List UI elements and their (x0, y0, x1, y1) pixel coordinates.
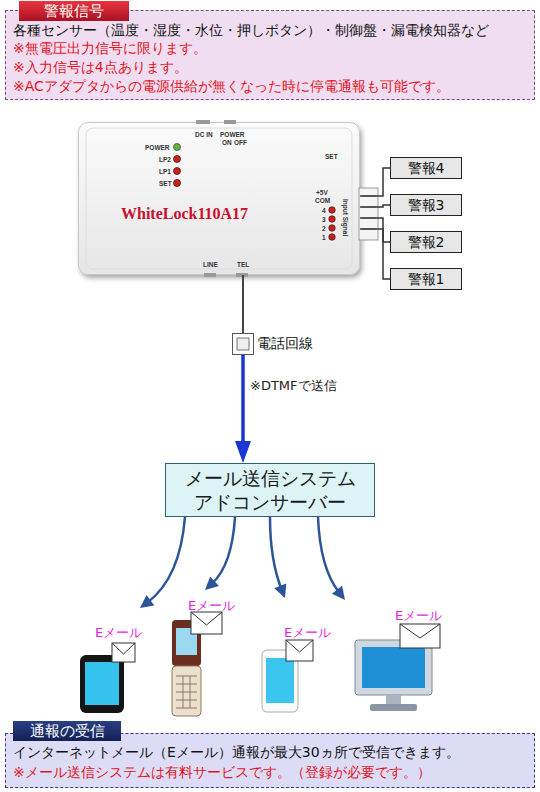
device-label: COM (315, 197, 330, 204)
phone-jack: 電話回線 (232, 333, 254, 355)
signal-wire (360, 229, 390, 279)
terminal-device: Eメール (80, 608, 152, 714)
terminal-device: Eメール (170, 590, 246, 716)
device-label: LINE (203, 261, 218, 268)
flip-phone-top (172, 620, 201, 666)
connector-line (318, 517, 339, 592)
connector-line (360, 229, 390, 279)
connector-line (360, 218, 390, 242)
device-label: POWER (220, 131, 245, 138)
email-label: Eメール (188, 598, 235, 613)
connector-line (242, 275, 244, 333)
monitor-screen (362, 647, 425, 688)
alarm-label: 警報4 (408, 160, 445, 176)
alarm-label: 警報2 (408, 234, 445, 250)
device-name: WhiteLock110A17 (121, 205, 248, 223)
jack-label: 電話回線 (257, 334, 313, 352)
arrow-connector (235, 355, 251, 463)
terminal-block (359, 188, 378, 240)
flip-phone-keypad (172, 666, 201, 716)
alarm-box: 警報4 (390, 157, 462, 179)
envelope-icon (286, 640, 313, 661)
alarm-box: 警報2 (390, 231, 462, 253)
monitor-stand (386, 695, 401, 704)
arrow-head (205, 576, 219, 590)
email-label: Eメール (95, 625, 142, 640)
alarm-box: 警報3 (390, 194, 462, 216)
signal-wire (360, 168, 390, 196)
signal-wire (360, 205, 390, 207)
note-text: 各種センサー（温度・湿度・水位・押しボタン）・制御盤・漏電検知器など (13, 21, 489, 39)
device-label: 3 (322, 216, 326, 223)
smartphone (80, 655, 124, 713)
device-label: SET (325, 153, 338, 160)
device-label: LP2 (159, 156, 171, 163)
info-band: 通報の受信インターネットメール（Eメール）通報が最大30ヵ所で受信できます。※メ… (5, 733, 535, 788)
note-text: ※入力信号は4点あります。 (13, 58, 188, 76)
arrow-head (274, 584, 286, 598)
signal-wire (360, 218, 390, 242)
email-label: Eメール (395, 608, 442, 623)
server-box: メール送信システム アドコンサーバー (165, 463, 375, 517)
connector-line (360, 205, 390, 207)
device-label: DC IN (195, 131, 213, 138)
edge-label: ※DTMFで送信 (250, 378, 337, 394)
arrow-head (332, 586, 345, 600)
connector-line (241, 355, 245, 447)
alarm-label: 警報1 (408, 271, 445, 287)
alarm-box: 警報1 (390, 268, 462, 290)
arrow-head (235, 441, 251, 463)
device-label: 1 (322, 234, 326, 241)
terminal-device: Eメール (262, 598, 336, 714)
connector-line (360, 168, 390, 196)
connector-line (148, 517, 185, 602)
email-label: Eメール (284, 625, 331, 640)
rotated-label: Input Signal (342, 199, 349, 236)
phone-cable (243, 275, 244, 333)
device-label: 4 (322, 207, 326, 214)
device-label: ON (222, 139, 232, 146)
phone-screen (85, 662, 119, 705)
device-label: LP1 (159, 168, 171, 175)
device-label: 2 (322, 225, 326, 232)
server-label: メール送信システム アドコンサーバー (166, 466, 374, 514)
note-text: インターネットメール（Eメール）通報が最大30ヵ所で受信できます。 (13, 743, 460, 761)
arrow-connector (205, 517, 235, 590)
connector-line (212, 517, 235, 583)
phone-screen (176, 628, 197, 655)
monitor (355, 640, 432, 695)
note-text: ※ACアダプタからの電源供給が無くなった時に停電通報も可能です。 (13, 77, 450, 95)
arrow-connector (140, 517, 185, 608)
device-label: TEL (237, 261, 249, 268)
phone-screen (266, 658, 294, 703)
monitor-base (370, 704, 417, 711)
device-label: OFF (234, 139, 247, 146)
envelope-icon (191, 612, 222, 634)
alarm-label: 警報3 (408, 197, 445, 213)
note-text: ※無電圧出力信号に限ります。 (13, 39, 207, 57)
envelope-icon (112, 643, 135, 662)
band-heading: 通報の受信 (13, 721, 121, 741)
device-label: +5V (316, 189, 328, 196)
envelope-icon (400, 624, 440, 648)
smartphone (262, 650, 298, 712)
terminal-pins (362, 196, 376, 229)
terminal-device: Eメール (335, 600, 444, 716)
arrow-head (140, 595, 154, 608)
arrow-connector (318, 517, 345, 600)
arrow-connector (270, 517, 286, 598)
note-text: ※メール送信システムは有料サービスです。（登録が必要です。） (13, 763, 431, 781)
device-label: SET (159, 180, 172, 187)
info-band: 警報信号各種センサー（温度・湿度・水位・押しボタン）・制御盤・漏電検知器など※無… (5, 10, 535, 100)
band-heading: 警報信号 (19, 1, 129, 21)
keypad-grid (176, 676, 197, 708)
connector-line (270, 517, 281, 589)
device-label: POWER (145, 144, 170, 151)
